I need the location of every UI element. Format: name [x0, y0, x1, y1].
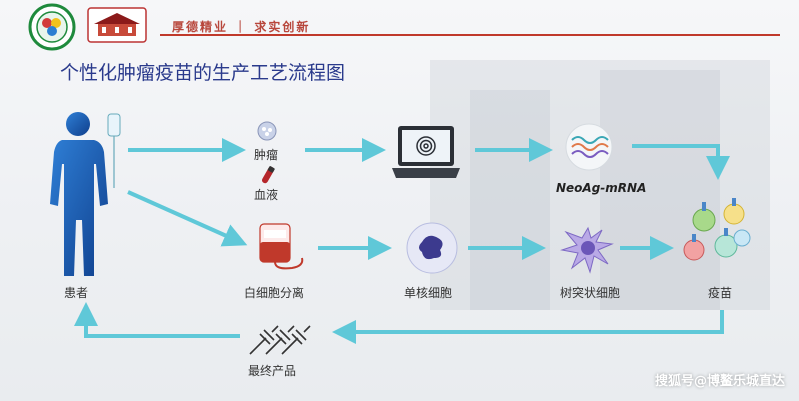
laptop-sequencing-icon — [392, 126, 460, 178]
node-label-blood: 血液 — [254, 188, 279, 202]
mrna-strand-icon — [565, 123, 613, 171]
node-label-neoag-mrna: NeoAg-mRNA — [556, 181, 647, 195]
page-title: 个性化肿瘤疫苗的生产工艺流程图 — [60, 62, 346, 84]
node-label-dendritic: 树突状细胞 — [560, 286, 621, 300]
dendritic-cell-icon — [560, 226, 614, 274]
node-label-monocyte: 单核细胞 — [404, 286, 453, 300]
background-building-block — [470, 90, 550, 310]
syringes-icon — [249, 325, 311, 355]
background-building-block — [600, 70, 720, 310]
node-label-tumor: 肿瘤 — [254, 148, 279, 162]
node-label-vaccine: 疫苗 — [708, 286, 733, 300]
building-emblem-icon — [87, 7, 147, 43]
monocyte-cell-icon — [406, 222, 458, 274]
arrow-mrna-to-vaccine — [632, 144, 730, 180]
watermark-text: 搜狐号@博鳌乐城直达 — [654, 374, 785, 389]
header-bar: 厚德精业 ｜ 求实创新 — [0, 0, 799, 51]
node-label-final-product: 最终产品 — [248, 364, 297, 378]
vaccine-cells-icon — [683, 198, 751, 261]
header-divider — [160, 34, 780, 36]
node-label-patient: 患者 — [64, 286, 89, 300]
institution-logo-icon — [28, 3, 76, 51]
node-label-leukapheresis: 白细胞分离 — [244, 286, 305, 300]
tumor-icon — [257, 121, 277, 141]
blood-bag-icon — [259, 223, 304, 270]
arrow-vaccine-to-product — [332, 310, 724, 344]
background-building — [430, 60, 770, 310]
arrow-patient-to-leukapheresis — [127, 190, 248, 247]
header-slogan: 厚德精业 ｜ 求实创新 — [172, 20, 311, 34]
patient-figure-icon — [50, 112, 121, 276]
blood-tube-icon — [262, 166, 275, 184]
arrow-product-to-patient — [74, 302, 240, 338]
